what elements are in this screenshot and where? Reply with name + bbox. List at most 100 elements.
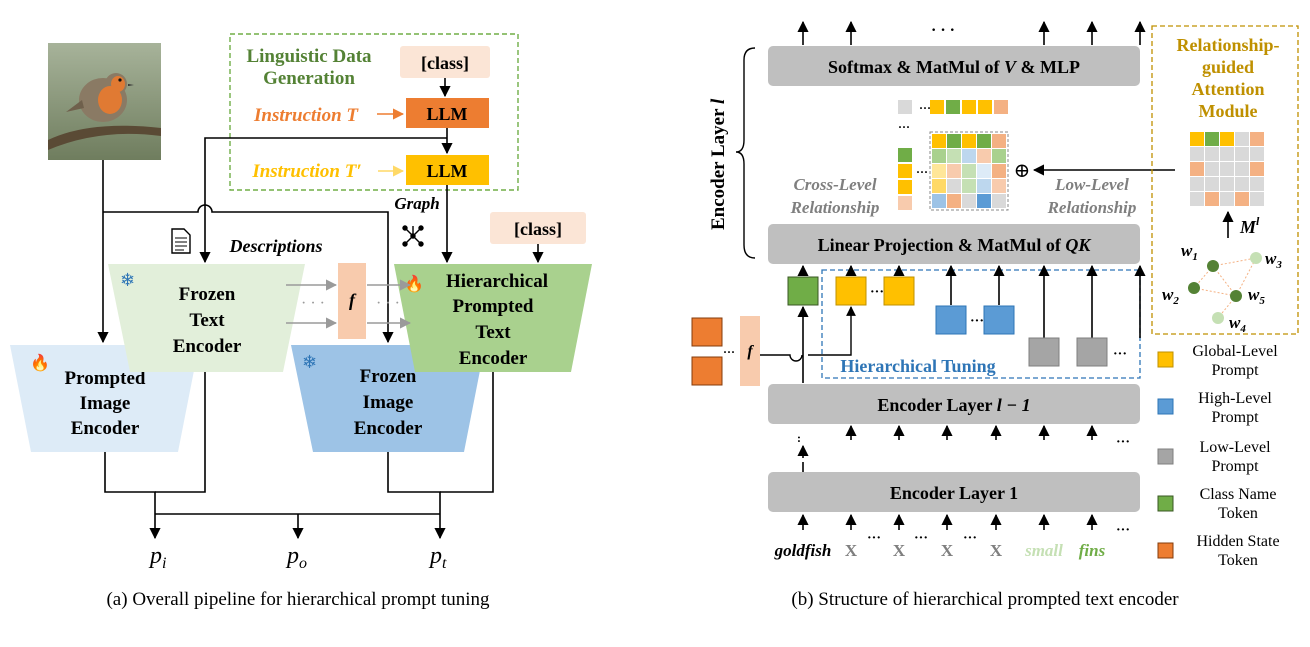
legend-label: Prompt [1211, 362, 1259, 379]
w5-label: w5 [1248, 285, 1265, 307]
svg-text:· · ·: · · · [376, 295, 400, 312]
w3-label: w3 [1265, 249, 1282, 271]
input-token: goldfish [774, 541, 832, 560]
input-token: X [941, 541, 954, 560]
cross-level-label-1: Cross-Level [793, 175, 876, 194]
f-label-b: f [747, 343, 754, 360]
ldg-title-line-1: Linguistic Data [246, 46, 372, 67]
llm-box-2 [406, 155, 489, 185]
graph-icon [402, 225, 424, 247]
global-prompt-token [883, 276, 915, 306]
legend-label: Prompt [1211, 409, 1259, 426]
descriptions-label: Descriptions [228, 236, 322, 256]
graph-label: Graph [394, 194, 439, 213]
hier-label-4: Encoder [459, 348, 528, 369]
legend-swatch [1157, 398, 1174, 415]
legend-label: Hidden State [1196, 533, 1279, 550]
prompted-image-label-1: Prompted [65, 368, 146, 389]
instruction-t-prime: Instruction T′ [251, 161, 361, 182]
legend-swatch [1157, 448, 1174, 465]
output-p-o: po [285, 543, 307, 572]
rgam-label-4: Module [1198, 101, 1257, 121]
snowflake-icon-1: ❄ [120, 270, 135, 290]
encoder-layer-l-label: Encoder Layer l [708, 98, 729, 230]
rgam-label-3: Attention [1192, 79, 1265, 99]
fire-icon-1: 🔥 [30, 353, 50, 372]
encoder-layer-1-label: Encoder Layer 1 [890, 483, 1018, 503]
legend-label: Low-Level [1199, 439, 1271, 456]
legend-label: Token [1218, 505, 1258, 522]
svg-text:···: ··· [916, 165, 928, 179]
caption-b: (b) Structure of hierarchical prompted t… [791, 589, 1179, 610]
legend: Global-Level Prompt High-Level Prompt Lo… [1157, 343, 1280, 569]
svg-text:···: ··· [870, 285, 884, 300]
fire-icon-2: 🔥 [404, 274, 424, 293]
hierarchical-prompted-text-encoder [394, 264, 592, 372]
rgam-box [1151, 25, 1299, 335]
legend-label: Class Name [1200, 486, 1277, 503]
svg-text::: : [797, 431, 801, 445]
hidden-state-token [691, 317, 723, 347]
frozen-text-label-3: Encoder [173, 336, 242, 357]
global-prompt-token [835, 276, 867, 306]
input-token: fins [1079, 541, 1106, 560]
low-level-label-1: Low-Level [1054, 175, 1129, 194]
svg-text:···: ··· [1116, 435, 1130, 450]
f-label-a: f [349, 290, 357, 310]
rgam-label-2: guided [1202, 57, 1254, 77]
linguistic-data-generation-box [229, 33, 519, 191]
llm-box-1 [406, 98, 489, 128]
svg-text:· · ·: · · · [301, 295, 325, 312]
output-p-i: pi [148, 543, 166, 572]
frozen-text-label-2: Text [189, 310, 225, 331]
input-token: X [893, 541, 906, 560]
low-level-label-2: Relationship [1047, 198, 1137, 217]
legend-swatch [1157, 495, 1174, 512]
linear-projection-block [768, 224, 1140, 264]
plus-icon: ⊕ [1014, 160, 1031, 182]
ldg-title-line-2: Generation [263, 68, 355, 89]
svg-text:···: ··· [919, 101, 931, 115]
class-box-1 [400, 46, 490, 78]
input-token: small [1024, 541, 1063, 560]
panel-a: Linguistic Data Generation [class] LLM I… [10, 33, 592, 610]
encoder-layer-l-minus-1-label: Encoder Layer l − 1 [877, 395, 1030, 415]
input-token: X [990, 541, 1003, 560]
linear-projection-label: Linear Projection & MatMul of QK [818, 235, 1093, 255]
frozen-image-label-3: Encoder [354, 418, 423, 439]
legend-swatch [1157, 351, 1174, 368]
softmax-matmul-block [768, 46, 1140, 86]
bird-image [48, 43, 161, 160]
llm-label-2: LLM [426, 161, 467, 181]
rgam-label-1: Relationship- [1176, 35, 1279, 55]
legend-swatch [1157, 542, 1174, 559]
svg-text:···: ··· [1113, 347, 1127, 362]
svg-text:···: ··· [914, 531, 928, 546]
hier-label-1: Hierarchical [446, 271, 548, 292]
document-icon [171, 228, 191, 254]
svg-text:···: ··· [1116, 523, 1130, 538]
class-label-1: [class] [421, 53, 469, 73]
frozen-image-label-1: Frozen [360, 366, 417, 387]
legend-label: Prompt [1211, 458, 1259, 475]
attention-matrix: ··· ··· ··· [898, 100, 1009, 211]
cross-level-label-2: Relationship [790, 198, 880, 217]
frozen-text-encoder [108, 264, 305, 372]
legend-label: Global-Level [1192, 343, 1278, 360]
hidden-state-token [691, 356, 723, 386]
low-prompt-token [1028, 337, 1060, 367]
svg-text:· · ·: · · · [931, 22, 955, 39]
f-module-b [740, 316, 760, 386]
relationship-matrix [1190, 132, 1264, 206]
w1-label: w1 [1181, 241, 1198, 263]
svg-text:···: ··· [970, 314, 984, 329]
encoder-layer-1 [768, 472, 1140, 512]
llm-label-1: LLM [426, 104, 467, 124]
softmax-label: Softmax & MatMul of V & MLP [828, 57, 1080, 77]
high-prompt-token [983, 305, 1015, 335]
hierarchical-tuning-label: Hierarchical Tuning [840, 356, 995, 376]
hier-label-2: Prompted [453, 296, 534, 317]
w2-label: w2 [1162, 285, 1179, 307]
input-token: X [845, 541, 858, 560]
